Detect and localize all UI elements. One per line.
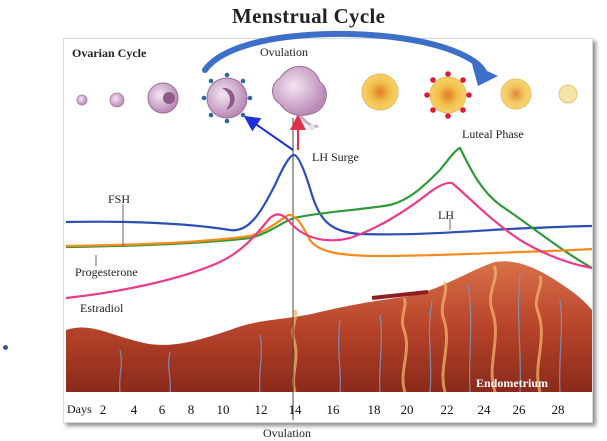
follicle-icon [201, 72, 253, 124]
endometrium-glands [291, 265, 543, 393]
day-tick: 10 [216, 402, 230, 417]
lh-surge-label: LH Surge [312, 150, 359, 164]
day-tick: 16 [326, 402, 340, 417]
endometrium-layer [66, 261, 592, 392]
day-tick: 24 [477, 402, 491, 417]
day-tick: 6 [158, 402, 166, 417]
cycle-arrow [202, 30, 488, 77]
ovulating-follicle-icon [272, 66, 327, 130]
page-title: Menstrual Cycle [232, 4, 386, 28]
day-tick: 2 [99, 402, 107, 417]
follicle-icon [147, 82, 179, 114]
endometrium-vessels [118, 274, 563, 393]
fsh-curve [65, 153, 593, 236]
estradiol-label: Estradiol [80, 301, 124, 315]
day-tick: 28 [551, 402, 565, 417]
corpus-albicans-icon [558, 84, 578, 104]
ovulation-bottom-label: Ovulation [263, 426, 311, 440]
corpus-luteum-icon [500, 78, 532, 110]
corpus-luteum-icon [361, 73, 399, 111]
fsh-label: FSH [108, 192, 131, 206]
lh-label: LH [438, 208, 454, 222]
endometrium-label: Endometrium [476, 376, 548, 390]
lh-surge-arrow [243, 115, 294, 151]
follicle-icon [76, 94, 88, 106]
luteal-phase-label: Luteal Phase [462, 127, 524, 141]
day-tick: 20 [400, 402, 414, 417]
estradiol-curve [65, 181, 593, 300]
day-tick: 18 [367, 402, 381, 417]
lh-curve [65, 146, 593, 269]
ovulation-top-label: Ovulation [260, 45, 308, 59]
endometrium-marker [371, 290, 429, 300]
cycle-arrow-head [472, 64, 498, 86]
follicle-icon [109, 92, 125, 108]
day-tick: 14 [288, 402, 302, 417]
progesterone-curve [65, 213, 593, 258]
days-label: Days [67, 402, 92, 416]
day-tick: 26 [512, 402, 526, 417]
bullet-dot [3, 345, 8, 350]
progesterone-label: Progesterone [75, 265, 138, 279]
day-tick: 12 [254, 402, 268, 417]
ovarian-cycle-label: Ovarian Cycle [72, 46, 147, 60]
day-tick: 22 [440, 402, 454, 417]
day-tick: 4 [130, 402, 138, 417]
day-tick: 8 [187, 402, 195, 417]
corpus-luteum-icon [424, 71, 472, 119]
